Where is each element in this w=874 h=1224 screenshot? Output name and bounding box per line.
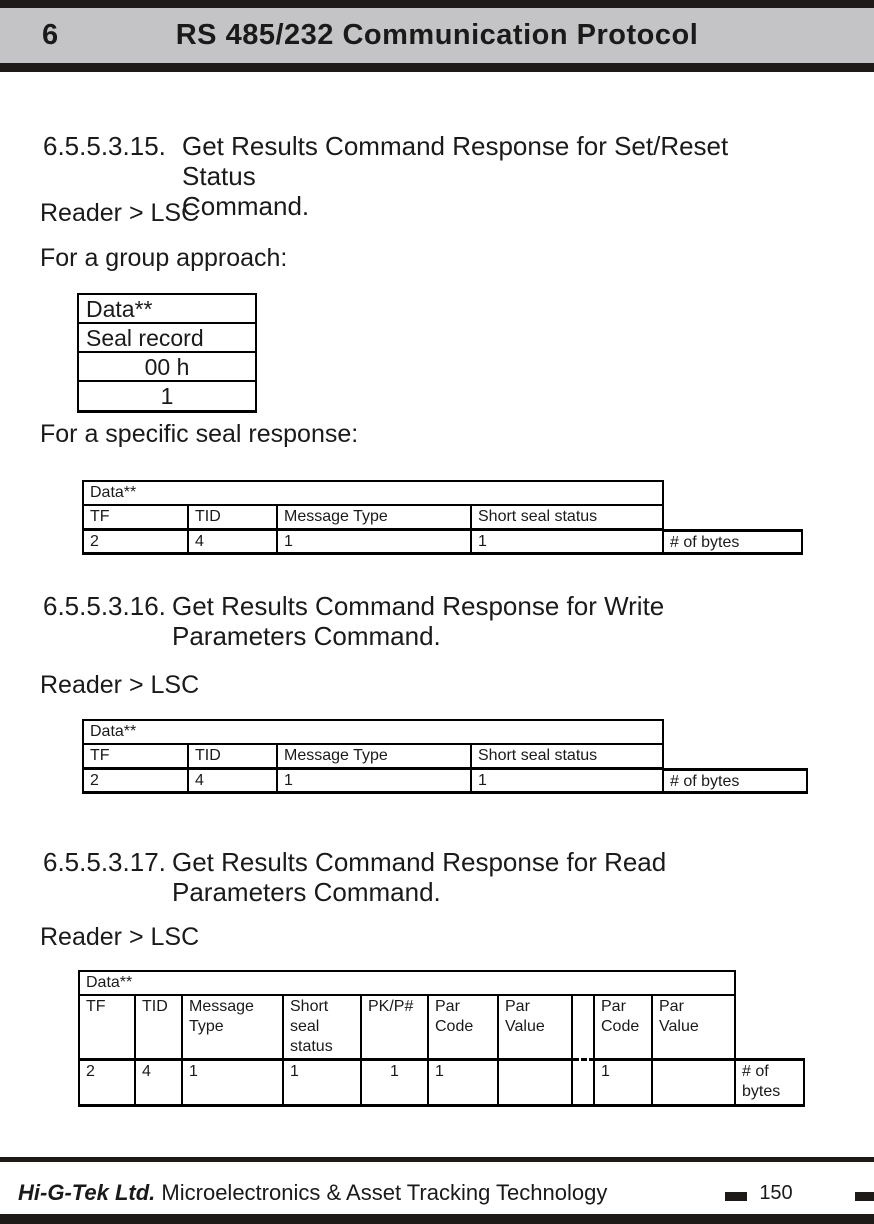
section-17-number: 6.5.5.3.17. xyxy=(43,847,166,877)
specific-seal-table: Data** TF TID Message Type Short seal st… xyxy=(82,480,664,555)
column-header: Message Type xyxy=(278,745,472,770)
table-value-row: 2 4 1 1 1 1 1 xyxy=(80,1061,734,1104)
column-header: Short seal status xyxy=(472,506,662,531)
table-cell: 1 xyxy=(478,772,487,789)
bytes-label-cell: # of bytes xyxy=(662,768,808,794)
section-17-title-line1: Get Results Command Response for Read xyxy=(172,847,667,877)
chapter-header-bar: 6 RS 485/232 Communication Protocol xyxy=(0,8,874,63)
table-row: 1 xyxy=(160,383,174,409)
table-row: Data** xyxy=(84,721,662,745)
table-cell: 4 xyxy=(189,770,278,791)
table-row: Data** xyxy=(79,295,255,324)
column-header: Short seal status xyxy=(472,745,662,770)
footer-tagline: Microelectronics & Asset Tracking Techno… xyxy=(161,1180,608,1205)
table-row: Seal record xyxy=(79,324,255,353)
table-cell: 1 xyxy=(278,531,472,552)
column-header: Message Type xyxy=(183,996,284,1061)
section-17-direction: Reader > LSC xyxy=(40,923,200,951)
footer-square-icon xyxy=(725,1192,747,1201)
column-header: TF xyxy=(84,745,189,770)
table-cell: 1 xyxy=(478,533,487,550)
bytes-label-cell: # of bytes xyxy=(734,1058,805,1107)
table-value-row: 2 4 1 1 xyxy=(84,770,662,791)
table-span-header: Data** xyxy=(84,721,662,745)
column-header: Par Code xyxy=(429,996,499,1061)
column-header: Par Value xyxy=(499,996,573,1061)
table-value-row: 2 4 1 1 xyxy=(84,531,662,552)
column-header: PK/P# xyxy=(362,996,429,1061)
table-cell: 1 xyxy=(284,1061,362,1104)
chapter-number: 6 xyxy=(42,19,59,51)
column-header: TID xyxy=(189,745,278,770)
section-15-title-line1: Get Results Command Response for Set/Res… xyxy=(182,131,729,191)
section-17-title: Get Results Command Response for Read Pa… xyxy=(172,847,772,907)
table-header-row: TF TID Message Type Short seal status xyxy=(84,745,662,770)
section-16-direction: Reader > LSC xyxy=(40,671,200,699)
table-cell xyxy=(653,1061,734,1104)
footer-rule xyxy=(0,1157,874,1162)
table-cell: 1 xyxy=(429,1061,499,1104)
table-row: 00 h xyxy=(79,353,255,382)
table-header-row: TF TID Message Type Short seal status PK… xyxy=(80,996,734,1061)
section-15-direction: Reader > LSC xyxy=(40,199,200,227)
column-header: TID xyxy=(136,996,183,1061)
footer-text: Hi-G-Tek Ltd. Microelectronics & Asset T… xyxy=(18,1180,607,1206)
continuation-cell xyxy=(573,1061,595,1104)
write-parameters-table: Data** TF TID Message Type Short seal st… xyxy=(82,719,664,794)
column-header: TF xyxy=(80,996,136,1061)
table-cell: 1 xyxy=(183,1061,284,1104)
table-row: Data** xyxy=(84,482,662,506)
table-cell: 1 xyxy=(362,1061,429,1104)
table-cell: 1 xyxy=(278,770,472,791)
section-16-number: 6.5.5.3.16. xyxy=(43,591,166,621)
table-cell: 2 xyxy=(80,1061,136,1104)
table-cell xyxy=(499,1061,573,1104)
column-header: TF xyxy=(84,506,189,531)
section-15-title-line2: Command. xyxy=(182,191,310,221)
column-header: Par Code xyxy=(595,996,653,1061)
table-span-header: Data** xyxy=(80,972,734,996)
footer-square-icon xyxy=(855,1192,874,1201)
table-cell: 1 xyxy=(595,1061,653,1104)
section-16-title: Get Results Command Response for Write P… xyxy=(172,591,772,651)
column-header: Par Value xyxy=(653,996,734,1061)
page-number: 150 xyxy=(759,1182,793,1204)
table-span-header: Data** xyxy=(84,482,662,506)
table-cell: 2 xyxy=(84,531,189,552)
bytes-label-cell: # of bytes xyxy=(662,529,803,555)
read-parameters-table: Data** TF TID Message Type Short seal st… xyxy=(78,970,736,1107)
table-cell: 4 xyxy=(136,1061,183,1104)
column-header: TID xyxy=(189,506,278,531)
table-cell: 2 xyxy=(84,770,189,791)
chapter-title: RS 485/232 Communication Protocol xyxy=(175,19,699,51)
group-approach-table: Data** Seal record 00 h 1 xyxy=(77,293,257,413)
header-underline-bar xyxy=(0,63,874,72)
section-16-title-line1: Get Results Command Response for Write xyxy=(172,591,665,621)
column-header: Message Type xyxy=(278,506,472,531)
specific-seal-caption: For a specific seal response: xyxy=(40,420,359,448)
footer-company-name: Hi-G-Tek Ltd. xyxy=(18,1180,156,1205)
table-header-row: TF TID Message Type Short seal status xyxy=(84,506,662,531)
continuation-column-header xyxy=(573,996,595,1061)
top-border-bar xyxy=(0,0,874,8)
section-17-title-line2: Parameters Command. xyxy=(172,877,441,907)
section-15-number: 6.5.5.3.15. xyxy=(43,131,166,161)
bottom-border-bar xyxy=(0,1214,874,1224)
section-16-title-line2: Parameters Command. xyxy=(172,621,441,651)
table-cell: 4 xyxy=(189,531,278,552)
group-approach-caption: For a group approach: xyxy=(40,244,288,272)
table-row: Data** xyxy=(80,972,734,996)
column-header: Short seal status xyxy=(284,996,362,1061)
section-15-title: Get Results Command Response for Set/Res… xyxy=(182,131,782,221)
